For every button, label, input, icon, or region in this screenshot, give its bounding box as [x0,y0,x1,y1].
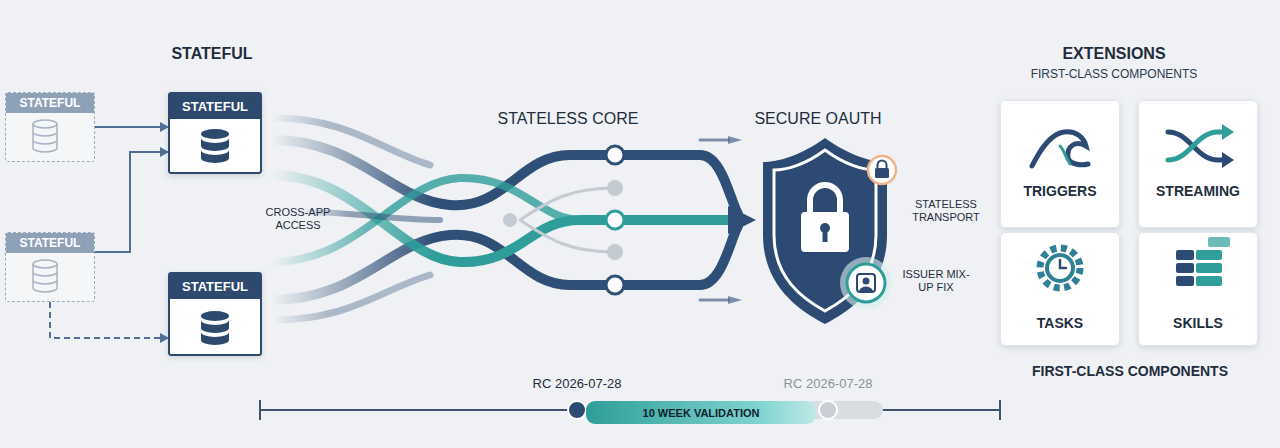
issuer-badge [840,257,892,309]
node-text: STATEFUL [6,233,94,253]
section-subheading: FIRST-CLASS COMPONENTS [994,67,1234,81]
connector-arrow [50,302,168,338]
callout-label: ISSUER MIX-UP FIX [896,268,976,294]
node-text: STREAMING [1139,183,1257,199]
connector-arrow [95,126,168,128]
box-grounds [5,92,1258,356]
flow-label: CROSS-APP ACCESS [258,206,338,232]
node-text: STATEFUL [6,93,94,113]
stateful-ghost-box: STATEFUL [5,232,95,302]
skills-icon [1176,237,1230,286]
tasks-icon [1040,248,1080,288]
node-text: STATEFUL [170,274,260,299]
milestone-label: RC 2026-07-28 [507,376,647,392]
database-icon [33,120,57,292]
stateful-ghost-box: STATEFUL [5,92,95,162]
node-text: SKILLS [1139,315,1257,331]
extension-card: SKILLS [1138,232,1258,346]
extension-card: STREAMING [1138,100,1258,228]
extension-card: TASKS [1000,232,1120,346]
lock-badge [868,156,896,184]
section-heading: EXTENSIONS [1014,44,1214,63]
callout-label: STATELESS TRANSPORT [904,198,988,224]
node-text: 10 WEEK VALIDATION [643,407,760,419]
stream-dots [503,146,624,294]
section-subheading: FIRST-CLASS COMPONENTS [1000,363,1260,380]
node-text: TASKS [1001,315,1119,331]
node-text: STATEFUL [170,94,260,119]
streaming-icon [1168,124,1234,168]
stateful-box: STATEFUL [168,272,262,356]
stream-braid [272,118,756,320]
section-heading: STATEFUL [132,44,292,63]
extension-card: TRIGGERS [1000,100,1120,228]
section-heading: STATELESS CORE [468,109,668,128]
milestone-label: RC 2026-07-28 [758,376,898,392]
stateful-box: STATEFUL [168,92,262,174]
triggers-icon [1032,132,1088,166]
validation-bar: 10 WEEK VALIDATION [586,401,816,424]
node-text: TRIGGERS [1001,183,1119,199]
database-icon [201,129,229,345]
section-heading: SECURE OAUTH [728,109,908,128]
connector-arrow [95,152,168,252]
